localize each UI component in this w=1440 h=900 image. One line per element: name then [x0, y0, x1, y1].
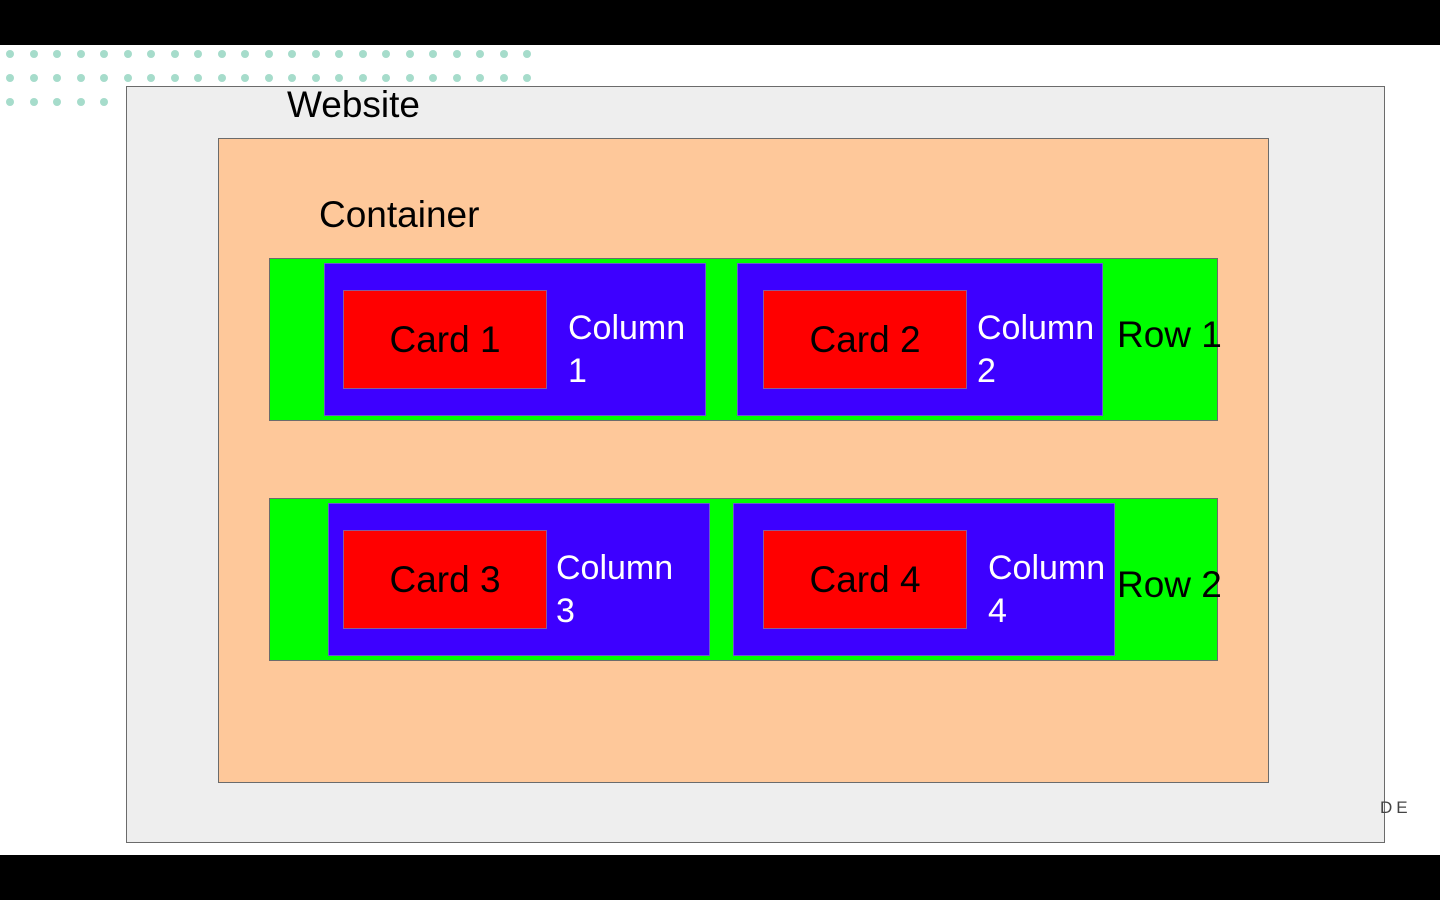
decorative-dot [123, 50, 132, 58]
decorative-dot [311, 74, 320, 82]
decorative-dot [6, 50, 14, 58]
decorative-dot [76, 50, 85, 58]
card-3-box: Card 3 [343, 530, 547, 629]
column-2-label: Column 2 [977, 309, 1095, 390]
decorative-dot [264, 50, 273, 58]
card-1-label: Card 1 [389, 318, 501, 360]
decorative-dot [241, 74, 249, 82]
decorative-dot [100, 74, 108, 82]
decorative-dot [476, 50, 484, 58]
decorative-dot [29, 50, 38, 58]
decorative-dot [76, 98, 85, 106]
column-3-label: Column 3 [556, 549, 674, 630]
decorative-dot [288, 50, 296, 58]
decorative-dot [6, 98, 14, 106]
decorative-dot [382, 74, 390, 82]
decorative-dot [429, 74, 437, 82]
decorative-dot [194, 50, 202, 58]
decorative-dot [452, 74, 461, 82]
decorative-dot [100, 50, 108, 58]
card-1-box: Card 1 [343, 290, 547, 389]
decorative-dot [358, 74, 367, 82]
row-2-label: Row 2 [1117, 564, 1222, 605]
decorative-dot [217, 50, 226, 58]
decorative-dot-grid [0, 45, 560, 115]
decorative-dot [429, 50, 437, 58]
decorative-dot [523, 74, 531, 82]
decorative-dot [217, 74, 226, 82]
decorative-dot [170, 50, 179, 58]
brand-text-fragment: DE [1380, 798, 1412, 817]
slide: Website Container Card 1 Card 2 Card 3 C… [0, 45, 1440, 855]
decorative-dot [405, 74, 414, 82]
decorative-dot [76, 74, 85, 82]
decorative-dot [170, 74, 179, 82]
decorative-dot [241, 50, 249, 58]
decorative-dot [53, 74, 61, 82]
card-2-label: Card 2 [809, 318, 921, 360]
decorative-dot [405, 50, 414, 58]
website-label: Website [287, 84, 420, 125]
card-2-box: Card 2 [763, 290, 967, 389]
decorative-dot [147, 50, 155, 58]
decorative-dot [29, 74, 38, 82]
decorative-dot [29, 98, 38, 106]
decorative-dot [6, 74, 14, 82]
decorative-dot [194, 74, 202, 82]
decorative-dot [335, 50, 343, 58]
decorative-dot [264, 74, 273, 82]
column-4-label: Column 4 [988, 549, 1106, 630]
decorative-dot [335, 74, 343, 82]
row-1-label: Row 1 [1117, 314, 1222, 355]
decorative-dot [100, 98, 108, 106]
decorative-dot [53, 98, 61, 106]
decorative-dot [499, 74, 508, 82]
decorative-dot [523, 50, 531, 58]
decorative-dot [499, 50, 508, 58]
card-4-label: Card 4 [809, 558, 921, 600]
container-box [218, 138, 1269, 783]
decorative-dot [147, 74, 155, 82]
decorative-dot [452, 50, 461, 58]
card-4-box: Card 4 [763, 530, 967, 629]
decorative-dot [358, 50, 367, 58]
decorative-dot [53, 50, 61, 58]
decorative-dot [123, 74, 132, 82]
decorative-dot [288, 74, 296, 82]
decorative-dot [382, 50, 390, 58]
decorative-dot [476, 74, 484, 82]
card-3-label: Card 3 [389, 558, 501, 600]
container-label: Container [319, 194, 480, 235]
decorative-dot [311, 50, 320, 58]
column-1-label: Column 1 [568, 309, 686, 390]
